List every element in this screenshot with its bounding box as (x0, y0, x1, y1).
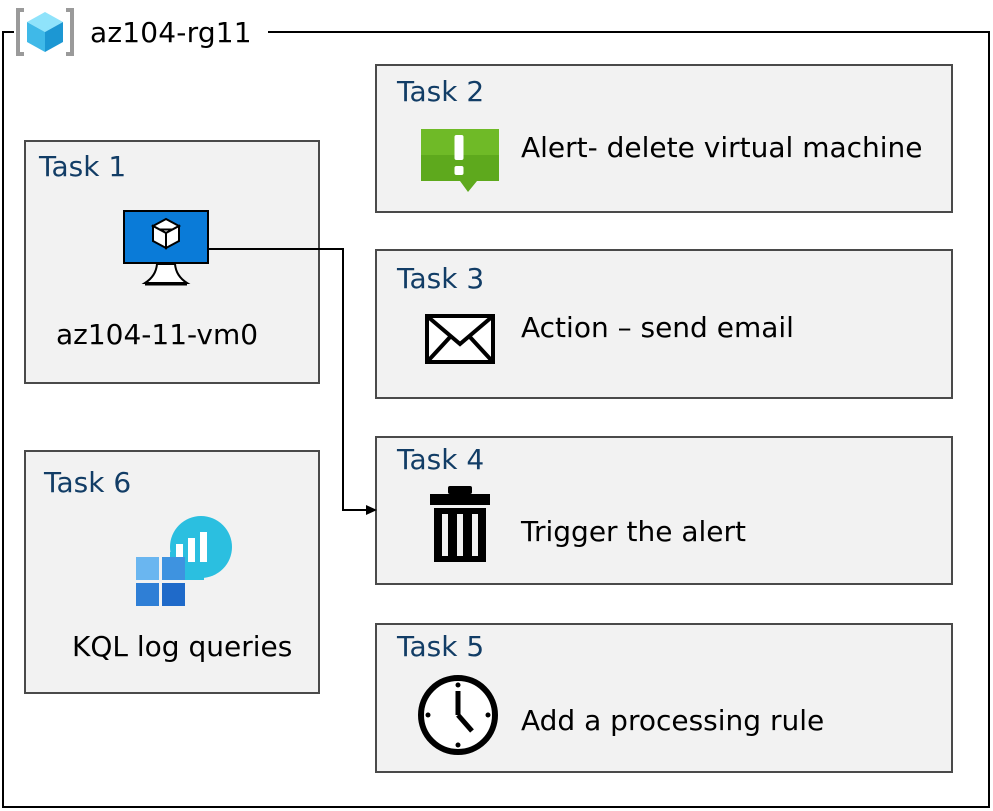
virtual-machine-icon (123, 210, 211, 288)
clock-icon (417, 674, 499, 756)
task-5-label: Task 5 (397, 630, 485, 663)
task-2-text: Alert- delete virtual machine (521, 131, 923, 164)
task-6-label: Task 6 (44, 466, 132, 499)
resource-group-border (2, 31, 990, 808)
alert-icon (419, 127, 501, 195)
resource-group-title: az104-rg11 (90, 15, 252, 49)
task-3-box: Task 3 Action – send email (375, 249, 953, 399)
task-1-box: Task 1 az104-11-vm0 (24, 140, 320, 384)
task-6-text: KQL log queries (72, 630, 293, 663)
task-4-label: Task 4 (397, 443, 485, 476)
task-5-box: Task 5 Add a processing rule (375, 623, 953, 773)
task-4-box: Task 4 Trigger the alert (375, 436, 953, 585)
resource-group-cube-icon (14, 6, 76, 58)
task-1-text: az104-11-vm0 (56, 318, 259, 351)
task-6-box: Task 6 KQL log queries (24, 450, 320, 694)
email-icon (425, 314, 495, 364)
log-analytics-icon (134, 514, 234, 612)
task-1-label: Task 1 (39, 150, 127, 183)
resource-group-header: az104-rg11 (14, 6, 268, 58)
task-5-text: Add a processing rule (521, 704, 825, 737)
task-3-label: Task 3 (397, 262, 485, 295)
task-4-text: Trigger the alert (521, 515, 746, 548)
task-2-label: Task 2 (397, 75, 485, 108)
task-3-text: Action – send email (521, 311, 794, 344)
trash-icon (428, 484, 492, 564)
task-2-box: Task 2 Alert- delete virtual machine (375, 64, 953, 213)
